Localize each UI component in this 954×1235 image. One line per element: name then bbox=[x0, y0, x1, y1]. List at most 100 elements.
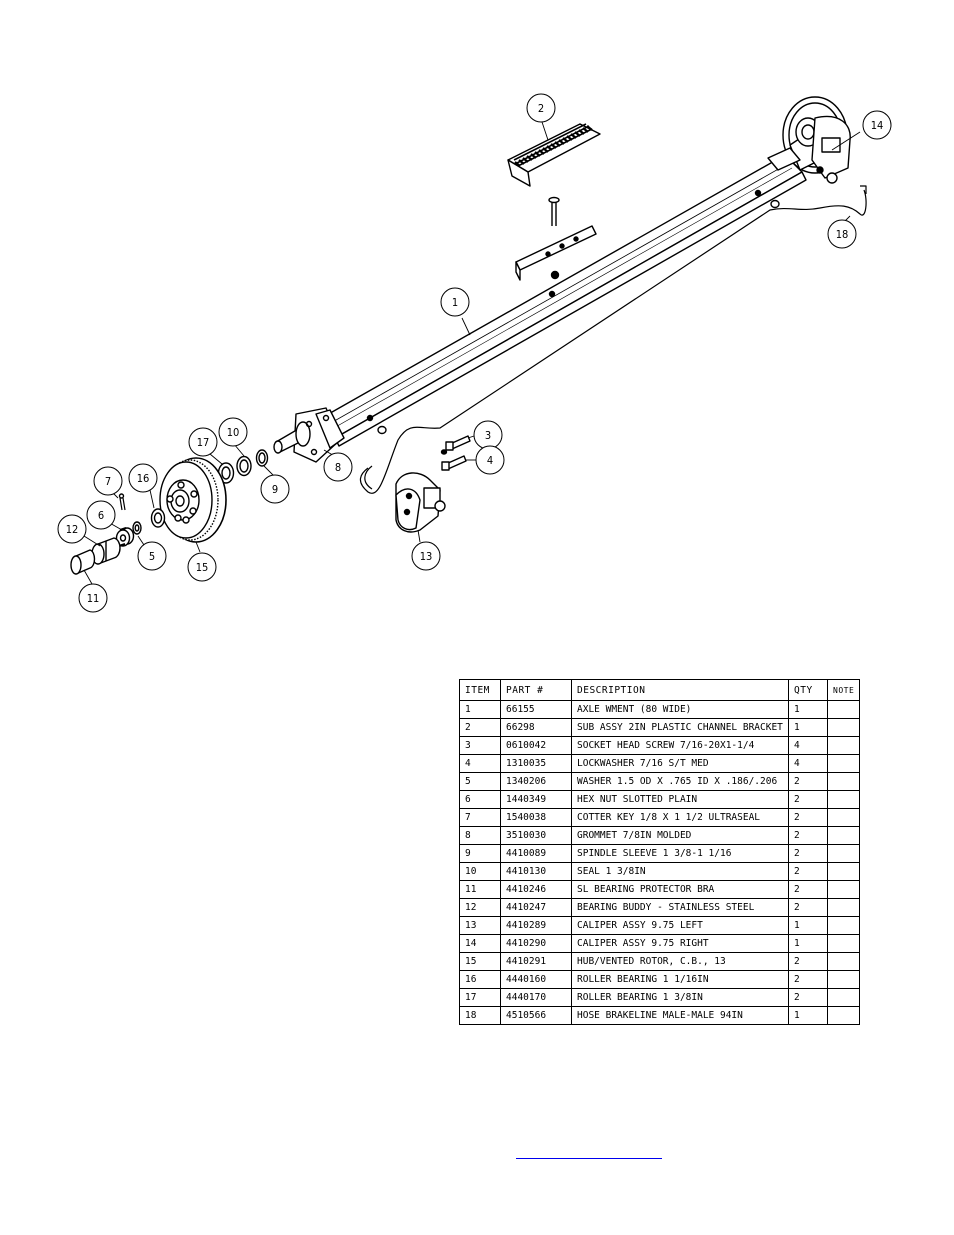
item-cell: 3 bbox=[459, 736, 501, 755]
callout-4: 4 bbox=[475, 445, 505, 475]
part-number-cell: 66155 bbox=[500, 700, 572, 719]
description-cell: WASHER 1.5 OD X .765 ID X .186/.206 bbox=[571, 772, 789, 791]
item-cell: 17 bbox=[459, 988, 501, 1007]
description-cell: HUB/VENTED ROTOR, C.B., 13 bbox=[571, 952, 789, 971]
callout-12: 12 bbox=[57, 514, 87, 544]
callout-11: 11 bbox=[78, 583, 108, 613]
description-cell: SUB ASSY 2IN PLASTIC CHANNEL BRACKET bbox=[571, 718, 789, 737]
part-number-cell: 1310035 bbox=[500, 754, 572, 773]
description-cell: CALIPER ASSY 9.75 LEFT bbox=[571, 916, 789, 935]
callout-14: 14 bbox=[862, 110, 892, 140]
note-cell bbox=[826, 700, 861, 719]
description-cell: COTTER KEY 1/8 X 1 1/2 ULTRASEAL bbox=[571, 808, 789, 827]
item-cell: 10 bbox=[459, 862, 501, 881]
note-cell bbox=[826, 1006, 861, 1025]
svg-text:17: 17 bbox=[197, 436, 210, 449]
note-cell bbox=[826, 970, 861, 989]
callouts: 2 14 18 1 3 4 8 13 10 17 9 16 7 6 12 5 1… bbox=[57, 93, 892, 613]
qty-cell: 1 bbox=[788, 700, 828, 719]
item-cell: 12 bbox=[459, 898, 501, 917]
svg-text:5: 5 bbox=[149, 550, 155, 563]
header-note: NOTE bbox=[826, 679, 861, 701]
note-cell bbox=[826, 772, 861, 791]
qty-cell: 1 bbox=[788, 934, 828, 953]
table-header-row: ITEM PART # DESCRIPTION QTY NOTE bbox=[459, 679, 861, 701]
callout-5: 5 bbox=[137, 541, 167, 571]
part-number-cell: 1540038 bbox=[500, 808, 572, 827]
description-cell: SOCKET HEAD SCREW 7/16-20X1-1/4 bbox=[571, 736, 789, 755]
part-number-cell: 4510566 bbox=[500, 1006, 572, 1025]
part-number-cell: 4410246 bbox=[500, 880, 572, 899]
part-number-cell: 4410089 bbox=[500, 844, 572, 863]
screws-lockwashers bbox=[440, 435, 471, 471]
item-cell: 15 bbox=[459, 952, 501, 971]
note-cell bbox=[826, 862, 861, 881]
hex-nut bbox=[115, 527, 135, 547]
callout-2: 2 bbox=[526, 93, 556, 123]
plastic-channel-bracket bbox=[507, 123, 601, 281]
description-cell: LOCKWASHER 7/16 S/T MED bbox=[571, 754, 789, 773]
left-caliper bbox=[395, 472, 446, 533]
svg-text:12: 12 bbox=[66, 523, 79, 536]
description-cell: ROLLER BEARING 1 3/8IN bbox=[571, 988, 789, 1007]
svg-text:9: 9 bbox=[272, 483, 278, 496]
callout-9: 9 bbox=[260, 474, 290, 504]
hub-vented-rotor bbox=[159, 457, 227, 543]
footer-link-underline[interactable] bbox=[516, 1158, 662, 1159]
callout-8: 8 bbox=[323, 452, 353, 482]
item-cell: 7 bbox=[459, 808, 501, 827]
item-cell: 2 bbox=[459, 718, 501, 737]
item-cell: 4 bbox=[459, 754, 501, 773]
svg-text:7: 7 bbox=[105, 475, 111, 488]
washer bbox=[132, 521, 142, 535]
callout-3: 3 bbox=[473, 420, 503, 450]
description-cell: HEX NUT SLOTTED PLAIN bbox=[571, 790, 789, 809]
svg-text:15: 15 bbox=[196, 561, 209, 574]
grommet-left bbox=[377, 425, 387, 435]
part-number-cell: 3510030 bbox=[500, 826, 572, 845]
item-cell: 13 bbox=[459, 916, 501, 935]
description-cell: CALIPER ASSY 9.75 RIGHT bbox=[571, 934, 789, 953]
qty-cell: 2 bbox=[788, 880, 828, 899]
note-cell bbox=[826, 790, 861, 809]
bearing-protector bbox=[70, 549, 96, 575]
description-cell: SPINDLE SLEEVE 1 3/8-1 1/16 bbox=[571, 844, 789, 863]
qty-cell: 1 bbox=[788, 916, 828, 935]
grommet-right bbox=[770, 199, 780, 209]
part-number-cell: 4410247 bbox=[500, 898, 572, 917]
svg-text:1: 1 bbox=[452, 296, 458, 309]
description-cell: HOSE BRAKELINE MALE-MALE 94IN bbox=[571, 1006, 789, 1025]
callout-1: 1 bbox=[440, 287, 470, 317]
spindle-sleeve bbox=[255, 449, 269, 467]
description-cell: GROMMET 7/8IN MOLDED bbox=[571, 826, 789, 845]
roller-bearing-small bbox=[150, 508, 166, 528]
exploded-axle-diagram: 2 14 18 1 3 4 8 13 10 17 9 16 7 6 12 5 1… bbox=[57, 93, 892, 613]
note-cell bbox=[826, 934, 861, 953]
note-cell bbox=[826, 988, 861, 1007]
qty-cell: 4 bbox=[788, 736, 828, 755]
qty-cell: 2 bbox=[788, 772, 828, 791]
svg-text:18: 18 bbox=[836, 228, 849, 241]
callout-10: 10 bbox=[218, 417, 248, 447]
header-part-number: PART # bbox=[500, 679, 572, 701]
qty-cell: 2 bbox=[788, 988, 828, 1007]
callout-15: 15 bbox=[187, 552, 217, 582]
svg-text:10: 10 bbox=[227, 426, 240, 439]
item-cell: 11 bbox=[459, 880, 501, 899]
qty-cell: 1 bbox=[788, 1006, 828, 1025]
svg-text:4: 4 bbox=[487, 454, 493, 467]
qty-cell: 4 bbox=[788, 754, 828, 773]
note-cell bbox=[826, 880, 861, 899]
note-cell bbox=[826, 844, 861, 863]
svg-text:16: 16 bbox=[137, 472, 150, 485]
description-cell: SEAL 1 3/8IN bbox=[571, 862, 789, 881]
